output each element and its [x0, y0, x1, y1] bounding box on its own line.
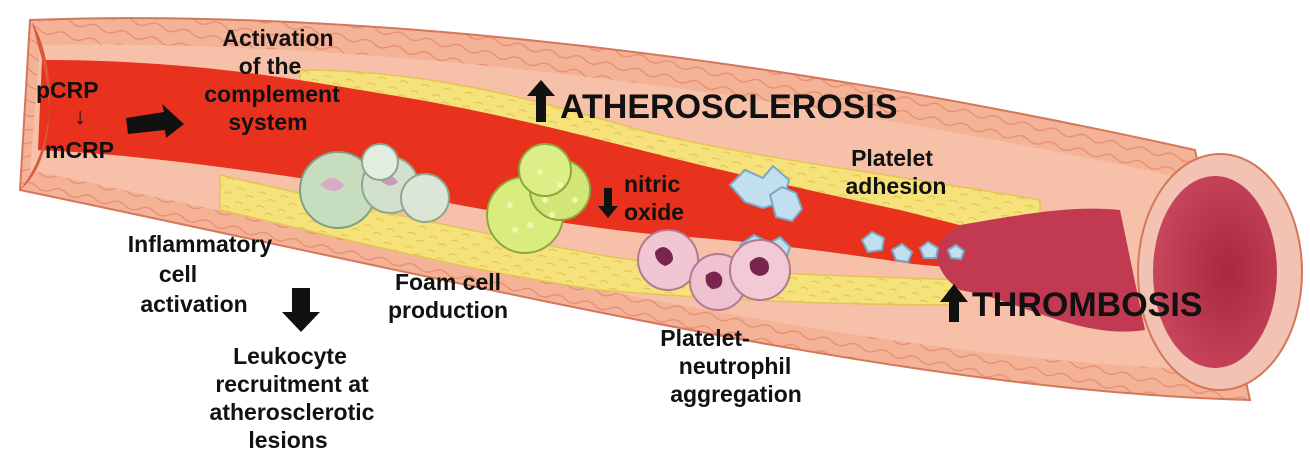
mcrp-label: mCRP: [45, 137, 114, 163]
foam-cell-line1: Foam cell: [395, 269, 501, 295]
thrombosis-label: THROMBOSIS: [972, 286, 1202, 324]
leukocyte-line1: Leukocyte: [233, 343, 347, 369]
atherosclerosis-label: ATHEROSCLEROSIS: [560, 88, 898, 126]
platelet-neutrophil-line1: Platelet-: [660, 325, 749, 351]
inflammatory-line2: cell: [159, 261, 197, 287]
complement-label-line3: complement: [204, 81, 340, 107]
inflammatory-line1: Inflammatory: [128, 231, 273, 257]
platelet-adhesion-line2: adhesion: [846, 173, 947, 199]
platelet-neutrophil-line2: neutrophil: [679, 353, 791, 379]
pcrp-to-mcrp-arrow: ↓: [74, 103, 86, 129]
leukocyte-line3: atherosclerotic: [210, 399, 375, 425]
pcrp-label: pCRP: [36, 77, 99, 103]
inflammatory-line3: activation: [140, 291, 247, 317]
oxide-label: oxide: [624, 199, 684, 225]
leukocyte-line4: lesions: [248, 427, 327, 453]
leukocyte-line2: recruitment at: [215, 371, 369, 397]
down-arrow-icon: [282, 288, 320, 332]
complement-label-line4: system: [228, 109, 307, 135]
platelet-adhesion-line1: Platelet: [851, 145, 933, 171]
foam-cell-line2: production: [388, 297, 508, 323]
nitric-label: nitric: [624, 171, 680, 197]
vessel-cut-lumen: [1153, 176, 1277, 368]
platelet-neutrophil-line3: aggregation: [670, 381, 802, 407]
complement-label-line2: of the: [239, 53, 302, 79]
complement-label-line1: Activation: [222, 25, 333, 51]
